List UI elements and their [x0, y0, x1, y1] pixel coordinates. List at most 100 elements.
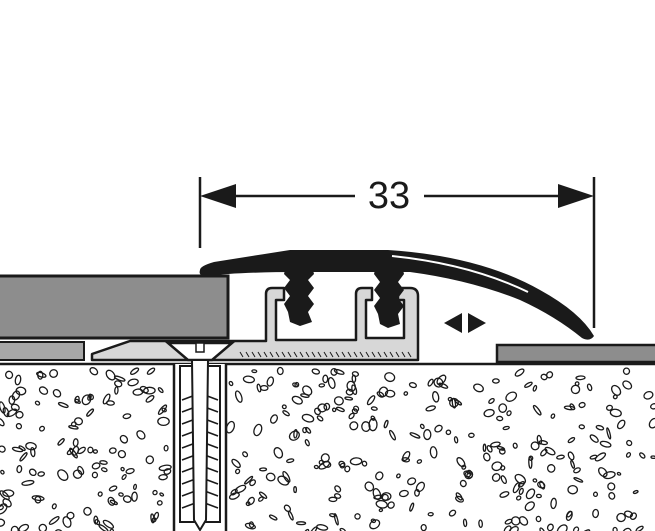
pebble — [512, 442, 518, 449]
pebble — [113, 375, 126, 382]
pebble — [146, 367, 156, 375]
pebble — [243, 475, 254, 485]
pebble — [381, 493, 389, 501]
pebble — [311, 368, 321, 375]
pebble — [14, 374, 22, 386]
pebble — [295, 521, 307, 526]
pebble — [57, 438, 65, 446]
rail-tooth — [359, 351, 364, 358]
pebble — [573, 467, 581, 474]
pebble — [625, 452, 632, 458]
pebble — [409, 432, 421, 439]
rail-tooth — [263, 351, 268, 358]
pebble — [518, 516, 529, 526]
pebble — [622, 367, 631, 375]
pebble — [429, 446, 438, 459]
pebble — [500, 465, 506, 471]
pebble — [639, 452, 646, 459]
pebble — [361, 460, 368, 467]
pebble — [122, 495, 132, 503]
pebble — [87, 446, 94, 454]
pebble — [594, 452, 607, 462]
pebble — [498, 403, 508, 413]
rail-tooth — [389, 351, 394, 358]
pebble — [459, 479, 467, 488]
pebble — [502, 425, 510, 431]
pebble — [266, 376, 275, 387]
pebble — [51, 503, 57, 510]
rail-tooth — [299, 351, 304, 358]
pebble — [609, 408, 622, 418]
pebble — [102, 393, 111, 405]
pebble — [125, 467, 135, 475]
pebble — [114, 386, 119, 395]
pebble — [247, 496, 255, 506]
pebble — [525, 488, 536, 500]
pebble — [0, 504, 4, 511]
pebble — [249, 479, 257, 487]
pebble — [490, 441, 501, 448]
pebble — [72, 438, 79, 448]
pebble — [139, 385, 149, 394]
pebble — [514, 473, 527, 485]
cover-profile-body — [199, 250, 594, 340]
pebble — [378, 386, 389, 398]
pebble — [414, 488, 420, 497]
pebble — [616, 512, 626, 523]
pebble — [38, 523, 48, 531]
pebble — [333, 513, 339, 526]
pebble — [301, 413, 315, 423]
pebble — [550, 497, 557, 510]
pebble — [376, 391, 385, 398]
pebble — [344, 465, 351, 473]
cover-clip-left — [284, 266, 314, 326]
pebble — [294, 381, 300, 388]
pebble — [396, 473, 401, 479]
pebble — [245, 501, 251, 507]
pebble — [304, 426, 312, 434]
pebble — [453, 436, 459, 444]
pebble — [100, 467, 108, 473]
pebble — [0, 469, 5, 475]
pebble — [57, 401, 69, 409]
pebble — [265, 472, 276, 482]
pebble — [536, 434, 543, 445]
pebble — [438, 382, 449, 389]
pebble — [605, 404, 614, 411]
pebble — [248, 521, 255, 529]
cover-profile — [199, 250, 594, 340]
pebble — [18, 445, 26, 452]
pebble — [28, 468, 37, 477]
pebble — [242, 375, 256, 384]
pebble — [322, 374, 329, 384]
pebble — [550, 413, 556, 419]
pebble — [635, 525, 644, 531]
pebble — [616, 471, 622, 476]
pebble — [77, 465, 85, 476]
pebble — [383, 419, 389, 429]
pebble — [573, 477, 584, 483]
pebble — [403, 391, 409, 396]
pebble — [607, 482, 616, 491]
pebble — [488, 397, 495, 405]
pebble — [349, 421, 359, 431]
pebble — [370, 406, 378, 411]
pebble — [578, 401, 586, 409]
pebble — [10, 525, 19, 531]
pebble — [415, 481, 426, 493]
rail-tooth — [335, 351, 340, 358]
pebble — [21, 479, 35, 486]
pebble — [461, 464, 467, 470]
pebble — [425, 405, 436, 412]
pebble — [302, 528, 310, 531]
pebble — [244, 522, 256, 530]
pebble — [546, 464, 556, 473]
pebble — [556, 524, 568, 531]
rail-tooth — [281, 351, 286, 358]
pebble — [466, 469, 472, 475]
screw-slot — [195, 342, 205, 353]
pebble — [612, 394, 618, 400]
pebble — [287, 510, 294, 521]
pebble — [57, 469, 69, 481]
